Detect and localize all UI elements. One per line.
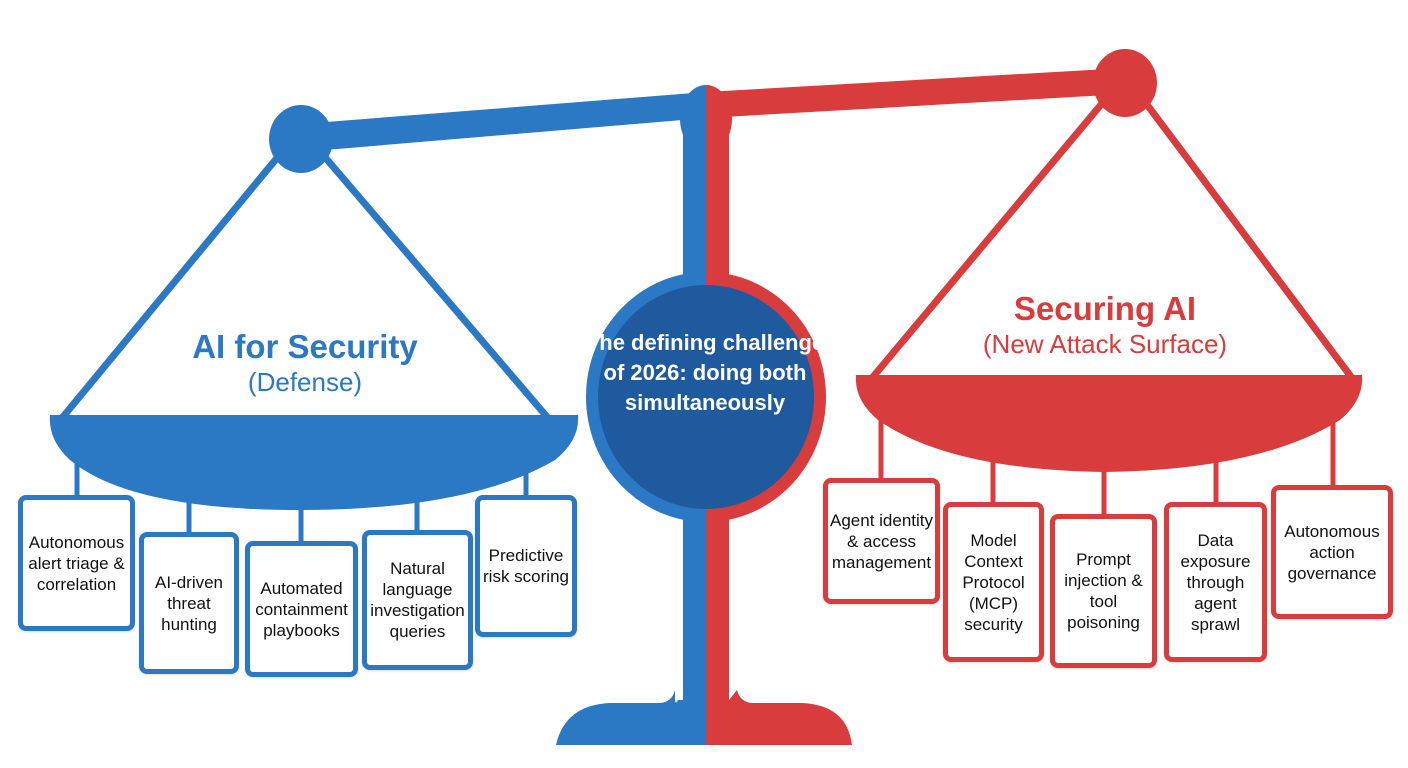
right-title: Securing AI bbox=[1013, 290, 1197, 327]
defense-item-label: Autonomous alert triage & correlation bbox=[28, 532, 125, 594]
attack-item-box: Prompt injection & tool poisoning bbox=[1050, 514, 1157, 668]
defense-item-box: Predictive risk scoring bbox=[475, 495, 577, 637]
attack-item-box: Model Context Protocol (MCP) security bbox=[943, 502, 1044, 662]
left-string-left bbox=[59, 132, 299, 421]
left-string-right bbox=[303, 132, 551, 421]
base-left-half bbox=[556, 690, 706, 745]
beam-left bbox=[301, 92, 706, 152]
left-heading: AI for Security (Defense) bbox=[130, 328, 480, 398]
right-heading: Securing AI (New Attack Surface) bbox=[930, 290, 1280, 360]
right-string-left bbox=[869, 79, 1123, 381]
right-pivot bbox=[1093, 49, 1157, 117]
attack-item-box: Autonomous action governance bbox=[1271, 485, 1393, 619]
base-right-half bbox=[706, 690, 852, 745]
attack-item-box: Data exposure through agent sprawl bbox=[1164, 502, 1267, 662]
right-subtitle: (New Attack Surface) bbox=[982, 329, 1228, 359]
defense-item-label: AI-driven threat hunting bbox=[154, 572, 224, 634]
left-pivot bbox=[269, 105, 333, 173]
attack-item-label: Agent identity & access management bbox=[830, 510, 934, 572]
defense-item-label: Natural language investigation queries bbox=[370, 559, 465, 641]
defense-item-label: Predictive risk scoring bbox=[483, 546, 569, 586]
defense-item-label: Automated containment playbooks bbox=[255, 578, 348, 640]
right-string-right bbox=[1127, 79, 1355, 381]
left-pan bbox=[49, 415, 579, 510]
attack-item-label: Model Context Protocol (MCP) security bbox=[962, 530, 1025, 634]
left-title: AI for Security bbox=[192, 328, 418, 365]
attack-item-label: Autonomous action governance bbox=[1284, 521, 1380, 583]
defense-item-box: Autonomous alert triage & correlation bbox=[18, 495, 135, 631]
attack-item-label: Prompt injection & tool poisoning bbox=[1064, 550, 1143, 632]
right-pan bbox=[855, 375, 1363, 472]
defense-item-box: AI-driven threat hunting bbox=[139, 532, 239, 674]
center-pivot-right bbox=[706, 85, 732, 153]
defense-item-box: Natural language investigation queries bbox=[362, 530, 473, 670]
center-disc bbox=[598, 285, 814, 509]
attack-item-label: Data exposure through agent sprawl bbox=[1180, 530, 1251, 634]
beam-right bbox=[706, 68, 1125, 118]
center-pivot-left bbox=[680, 85, 706, 153]
left-subtitle: (Defense) bbox=[247, 367, 363, 397]
center-message: The defining challenge of 2026: doing bo… bbox=[585, 330, 825, 415]
defense-item-box: Automated containment playbooks bbox=[245, 541, 358, 677]
attack-item-box: Agent identity & access management bbox=[823, 478, 940, 604]
